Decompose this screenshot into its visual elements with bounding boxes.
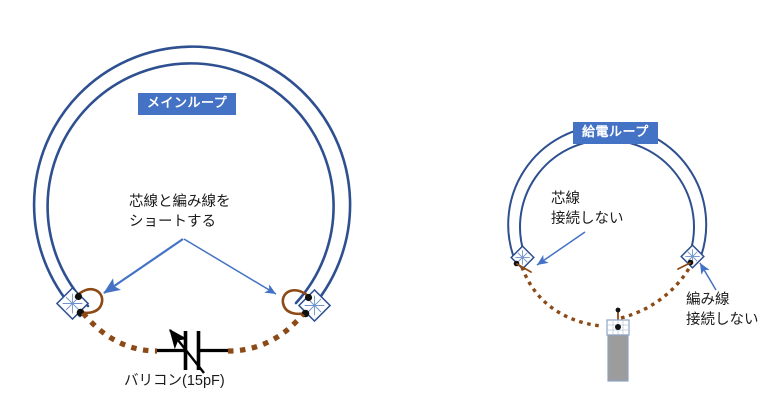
connector-grid-hatch [685,249,700,264]
terminal-dot-icon [74,292,83,301]
callout-arrow-to-right-connector [183,238,277,295]
feed-loop-label-chip: 給電ループ [573,122,658,144]
core-note-line-1: 芯線 [551,191,580,207]
callout-arrow-to-left-connector [103,238,184,294]
braid-note-line-2: 接続しない [686,311,759,328]
connector-grid-hatch [515,250,530,265]
terminal-dot-icon [615,307,621,313]
feed-loop-braid-note: 編み線 接続しない [686,291,759,330]
feed-loop-group [507,124,717,382]
callout-arrow-braid-not-connected [699,262,717,291]
right-shorting-wire [281,288,312,316]
feed-coax-dotted-left [520,266,602,328]
left-shorting-wire [74,287,104,315]
main-coax-dotted-left [80,311,158,354]
capacitor-caption: バリコン(15pF) [124,373,225,389]
main-loop-outer-ring [32,45,352,318]
main-loop-inner-ring [46,62,335,308]
feed-loop-right-connector [680,244,705,269]
braid-note-line-1: 編み線 [686,292,730,308]
feed-connector-body [607,334,629,382]
main-coax-dotted-right [227,312,306,354]
main-loop-short-note: 芯線と編み線を ショートする [129,193,231,232]
feed-loop-core-note: 芯線 接続しない [551,190,624,229]
main-loop-group [32,45,352,374]
feed-right-stub-wire [677,262,691,270]
main-loop-label-chip: メインループ [138,93,237,115]
short-note-line-1: 芯線と編み線を [129,194,231,210]
callout-arrow-core-not-connected [536,231,586,266]
short-note-line-2: ショートする [129,213,216,230]
terminal-dot-icon [304,293,313,302]
capacitor-tuning-arrow-icon [169,329,205,374]
variable-capacitor [157,329,228,374]
connector-grid-hatch [304,295,325,316]
feed-coax-dotted-right [620,264,693,320]
terminal-dot-icon [615,324,621,330]
coax-feed-connector [606,307,630,382]
core-note-line-2: 接続しない [551,210,624,227]
